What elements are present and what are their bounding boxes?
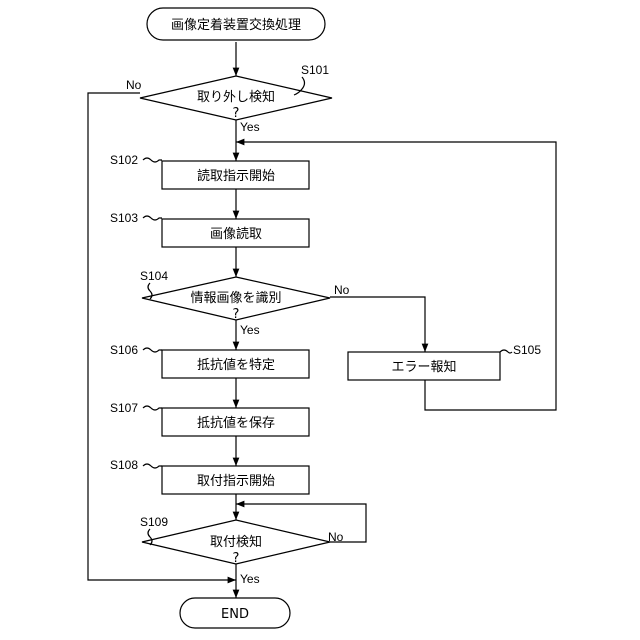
process-s105: エラー報知 S105 — [348, 343, 541, 380]
arrow-s104-no-to-s105 — [330, 297, 425, 352]
s104-yes-label: Yes — [240, 323, 260, 337]
step-id-s107: S107 — [110, 401, 138, 415]
step-id-s105: S105 — [513, 343, 541, 357]
step-id-s103: S103 — [110, 211, 138, 225]
step-id-s109: S109 — [140, 515, 168, 529]
node-label: 抵抗値を保存 — [197, 415, 275, 431]
node-label: 情報画像を識別 — [190, 291, 281, 306]
end-terminal: END — [180, 598, 290, 628]
step-id-s104: S104 — [140, 269, 168, 283]
decision-s104: 情報画像を識別 ? S104 — [140, 269, 330, 322]
node-label: ? — [233, 551, 240, 566]
leader-s108 — [143, 464, 162, 468]
s104-no-label: No — [334, 283, 350, 297]
process-s107: 抵抗値を保存 S107 — [110, 401, 309, 436]
start-label: 画像定着装置交換処理 — [171, 17, 301, 33]
node-label: ? — [233, 106, 240, 121]
node-label: 取り外し検知 — [197, 89, 275, 105]
leader-s102 — [143, 158, 162, 162]
leader-s103 — [143, 216, 162, 220]
node-label: 取付検知 — [210, 534, 262, 550]
decision-s109: 取付検知 ? S109 — [140, 515, 330, 566]
node-label: ? — [233, 307, 240, 322]
node-label: エラー報知 — [391, 359, 456, 375]
node-label: 抵抗値を特定 — [197, 357, 275, 373]
node-label: 読取指示開始 — [197, 168, 275, 184]
step-id-s101: S101 — [301, 63, 329, 77]
step-id-s108: S108 — [110, 458, 138, 472]
node-label: 画像読取 — [210, 226, 262, 242]
leader-s105 — [500, 350, 512, 353]
s109-no-label: No — [328, 530, 344, 544]
step-id-s102: S102 — [110, 153, 138, 167]
leader-s107 — [143, 406, 162, 410]
s101-yes-label: Yes — [240, 120, 260, 134]
start-terminal: 画像定着装置交換処理 — [147, 8, 325, 40]
end-label: END — [221, 607, 249, 622]
leader-s106 — [143, 348, 162, 352]
process-s108: 取付指示開始 S108 — [110, 458, 309, 494]
process-s103: 画像読取 S103 — [110, 211, 309, 247]
process-s102: 読取指示開始 S102 — [110, 153, 309, 189]
node-label: 取付指示開始 — [197, 474, 275, 489]
step-id-s106: S106 — [110, 343, 138, 357]
s101-no-label: No — [126, 78, 142, 92]
s109-yes-label: Yes — [240, 572, 260, 586]
process-s106: 抵抗値を特定 S106 — [110, 343, 309, 378]
branch-labels: No Yes No Yes No Yes — [126, 78, 350, 586]
